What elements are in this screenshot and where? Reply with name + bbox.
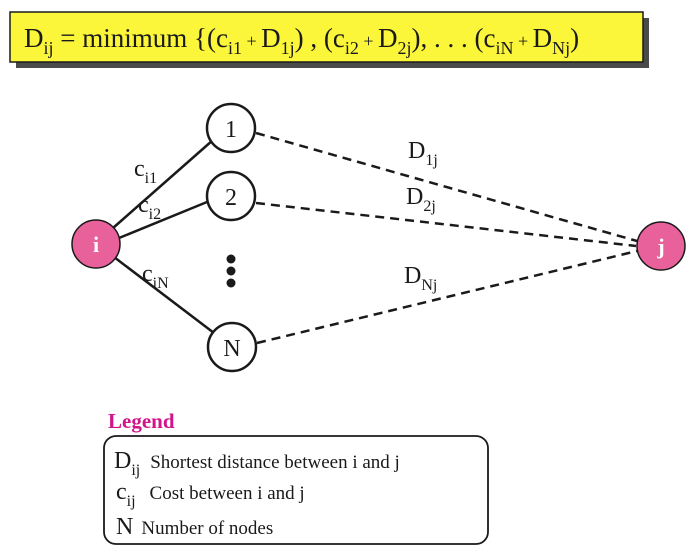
edge-n-j <box>256 249 638 345</box>
label-d-1j: D1j <box>408 138 438 169</box>
node-i: i <box>71 219 121 269</box>
edge-1-j <box>255 131 638 243</box>
node-j: j <box>636 221 686 271</box>
distance-edges <box>255 131 638 345</box>
node-1-label: 1 <box>225 117 237 143</box>
ellipsis-icon <box>226 254 236 288</box>
node-j-label: j <box>656 234 664 259</box>
legend-box <box>103 435 489 545</box>
legend-title: Legend <box>108 409 175 433</box>
node-2-label: 2 <box>225 185 237 211</box>
node-1: 1 <box>205 102 257 154</box>
label-d-2j: D2j <box>406 184 436 215</box>
edge-i-1 <box>112 139 214 229</box>
node-n: N <box>206 321 258 373</box>
edge-i-n <box>113 256 215 334</box>
formula-box <box>9 11 644 63</box>
node-n-label: N <box>223 336 240 362</box>
label-c-in: ciN <box>142 261 169 292</box>
edge-i-2 <box>118 200 208 240</box>
label-c-i1: ci1 <box>134 156 157 187</box>
formula-banner: Dij = minimum {(ci1 + D1j) , (ci2 + D2j)… <box>9 11 649 68</box>
formula-text: Dij = minimum {(ci1 + D1j) , (ci2 + D2j)… <box>24 23 579 58</box>
node-i-label: i <box>93 232 99 257</box>
node-2: 2 <box>205 170 257 222</box>
cost-edges <box>112 139 215 334</box>
label-d-nj: DNj <box>404 263 437 294</box>
label-c-i2: ci2 <box>138 192 161 223</box>
edge-2-j <box>255 201 637 248</box>
